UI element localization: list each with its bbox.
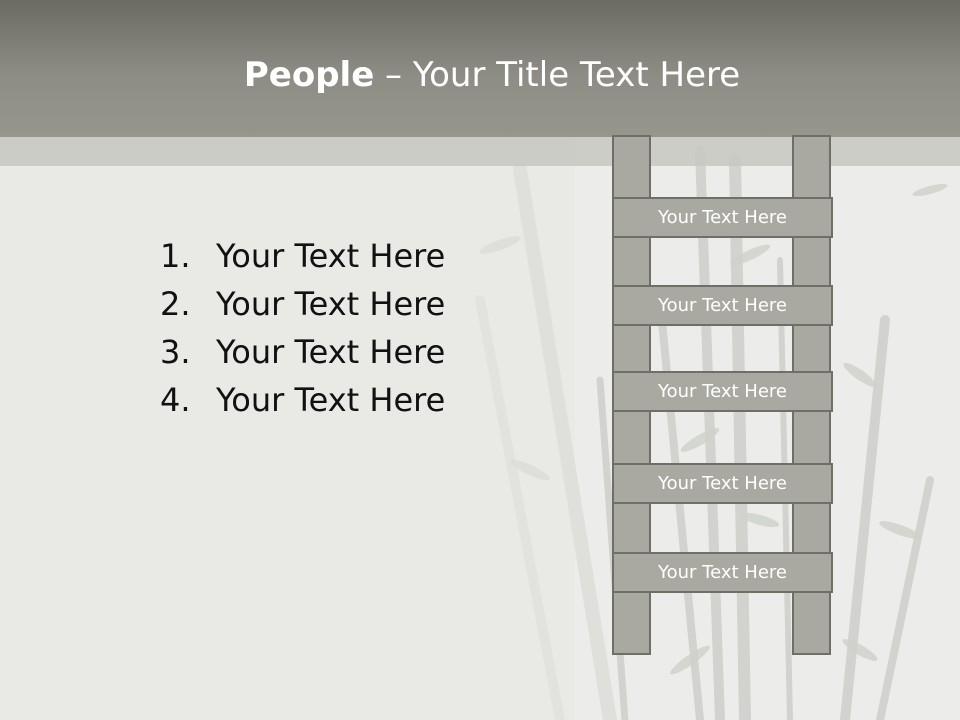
- list-item-text: Your Text Here: [216, 381, 446, 419]
- ladder-rung: Your Text Here: [612, 463, 833, 504]
- list-item-number: 4.: [160, 381, 191, 419]
- list-item: 4. Your Text Here: [160, 376, 445, 424]
- list-item: 1. Your Text Here: [160, 232, 445, 280]
- ladder-rung: Your Text Here: [612, 552, 833, 593]
- list-item-number: 3.: [160, 333, 191, 371]
- ladder-rung: Your Text Here: [612, 285, 833, 326]
- title-rest: – Your Title Text Here: [374, 55, 741, 95]
- numbered-list: 1. Your Text Here 2. Your Text Here 3. Your…: [160, 232, 445, 424]
- list-item: 2. Your Text Here: [160, 280, 445, 328]
- list-item-text: Your Text Here: [216, 237, 446, 275]
- slide-title: People – Your Title Text Here: [0, 52, 960, 98]
- list-item-number: 1.: [160, 237, 191, 275]
- list-item-text: Your Text Here: [216, 333, 446, 371]
- list-item-text: Your Text Here: [216, 285, 446, 323]
- ladder-rung: Your Text Here: [612, 371, 833, 412]
- list-item-number: 2.: [160, 285, 191, 323]
- title-bar: [0, 0, 960, 137]
- ladder-rung: Your Text Here: [612, 197, 833, 238]
- list-item: 3. Your Text Here: [160, 328, 445, 376]
- title-bold: People: [243, 55, 375, 95]
